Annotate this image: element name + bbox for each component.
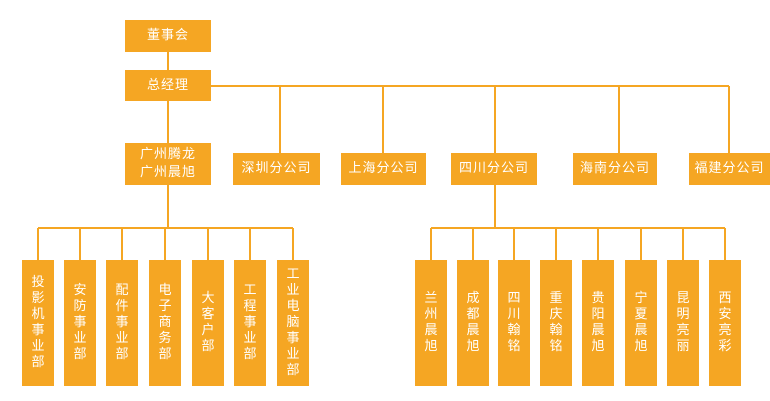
unit-sichuan-3: 重庆翰铭 (540, 260, 572, 386)
unit-guangzhou-1: 安防事业部 (64, 260, 96, 386)
unit-guangzhou-6: 工业电脑事业部 (277, 260, 309, 386)
node-sichuan: 四川分公司 (451, 153, 537, 185)
unit-sichuan-1: 成都晨旭 (457, 260, 489, 386)
node-general-manager: 总经理 (125, 70, 211, 101)
unit-sichuan-0: 兰州晨旭 (415, 260, 447, 386)
unit-sichuan-2: 四川翰铭 (498, 260, 530, 386)
node-guangzhou: 广州腾龙 广州晨旭 (125, 143, 211, 185)
node-fujian: 福建分公司 (689, 153, 770, 185)
unit-guangzhou-0: 投影机事业部 (22, 260, 54, 386)
unit-sichuan-7: 西安亮彩 (709, 260, 741, 386)
node-board: 董事会 (125, 20, 211, 52)
unit-sichuan-4: 贵阳晨旭 (582, 260, 614, 386)
unit-guangzhou-2: 配件事业部 (106, 260, 138, 386)
unit-sichuan-6: 昆明亮丽 (667, 260, 699, 386)
node-shanghai: 上海分公司 (341, 153, 426, 185)
node-shenzhen: 深圳分公司 (233, 153, 320, 185)
unit-guangzhou-4: 大客户部 (192, 260, 224, 386)
unit-sichuan-5: 宁夏晨旭 (625, 260, 657, 386)
unit-guangzhou-5: 工程事业部 (234, 260, 266, 386)
node-hainan: 海南分公司 (573, 153, 657, 185)
unit-guangzhou-3: 电子商务部 (149, 260, 181, 386)
